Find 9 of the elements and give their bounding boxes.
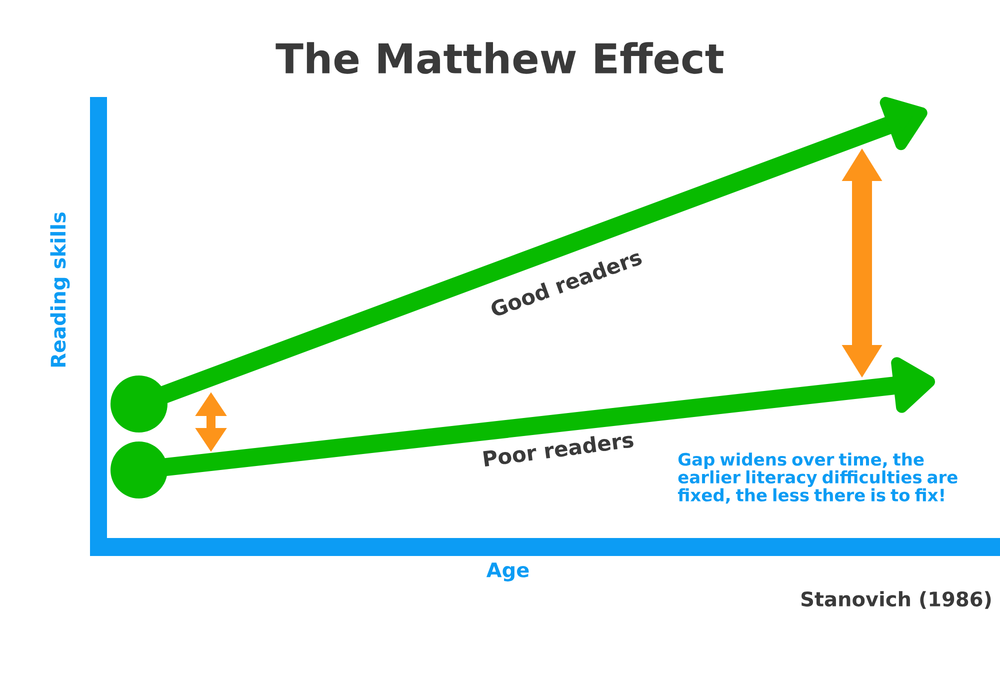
- edge-label: Poor readers: [483, 436, 634, 466]
- title: The Matthew Effect: [276, 42, 724, 74]
- axis-label: Age: [486, 562, 529, 582]
- arrow: [164, 357, 936, 476]
- note: Gap widens over time, the earlier literacy difficulties are fixed, the less there is to fix!: [678, 452, 958, 504]
- start-dot: [110, 442, 168, 498]
- axis-label: Reading skills: [50, 212, 70, 367]
- source-note: Stanovich (1986): [802, 591, 991, 609]
- start-dot: [110, 376, 168, 432]
